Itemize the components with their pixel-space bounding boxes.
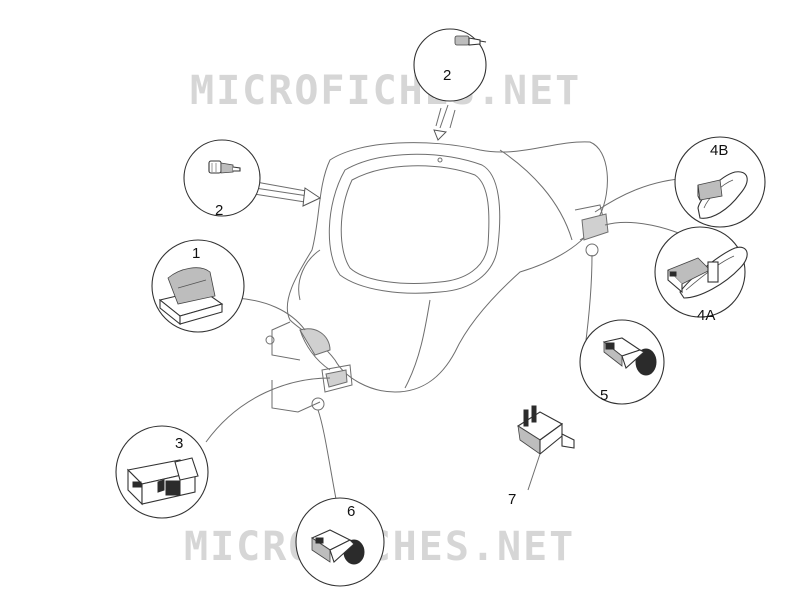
handlebar-cover <box>265 141 609 413</box>
callout-circle-2b <box>183 139 261 217</box>
switch-icon-3 <box>126 457 199 506</box>
switch-icon-1 <box>158 267 224 326</box>
callout-label-3: 3 <box>175 435 183 452</box>
button-icon-5 <box>602 337 657 376</box>
callout-label-2a: 2 <box>443 67 451 84</box>
callout-label-7: 7 <box>508 491 516 508</box>
switch-icon-4a <box>667 246 748 299</box>
button-icon-6 <box>310 529 365 565</box>
arrow-2-top <box>433 104 456 141</box>
switch-icon-4b <box>697 171 748 219</box>
arrow-2-left <box>253 181 322 207</box>
watermark-top: MICROFICHES.NET <box>190 68 581 114</box>
callout-label-2b: 2 <box>215 202 223 219</box>
bulb-icon-2a <box>454 35 487 46</box>
callout-label-4b: 4B <box>710 142 728 159</box>
callout-circle-2a <box>413 28 487 102</box>
bulb-icon-2b <box>208 160 241 174</box>
callout-label-4a: 4A <box>697 307 715 324</box>
callout-label-1: 1 <box>192 245 200 262</box>
switch-icon-7 <box>516 405 575 491</box>
callout-label-5: 5 <box>600 387 608 404</box>
callout-label-6: 6 <box>347 503 355 520</box>
